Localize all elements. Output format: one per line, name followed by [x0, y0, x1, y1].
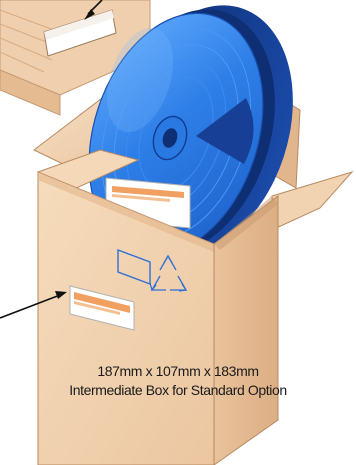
box-description-caption: Intermediate Box for Standard Option [0, 382, 356, 399]
box-dimensions-caption: 187mm x 107mm x 183mm [0, 363, 356, 380]
